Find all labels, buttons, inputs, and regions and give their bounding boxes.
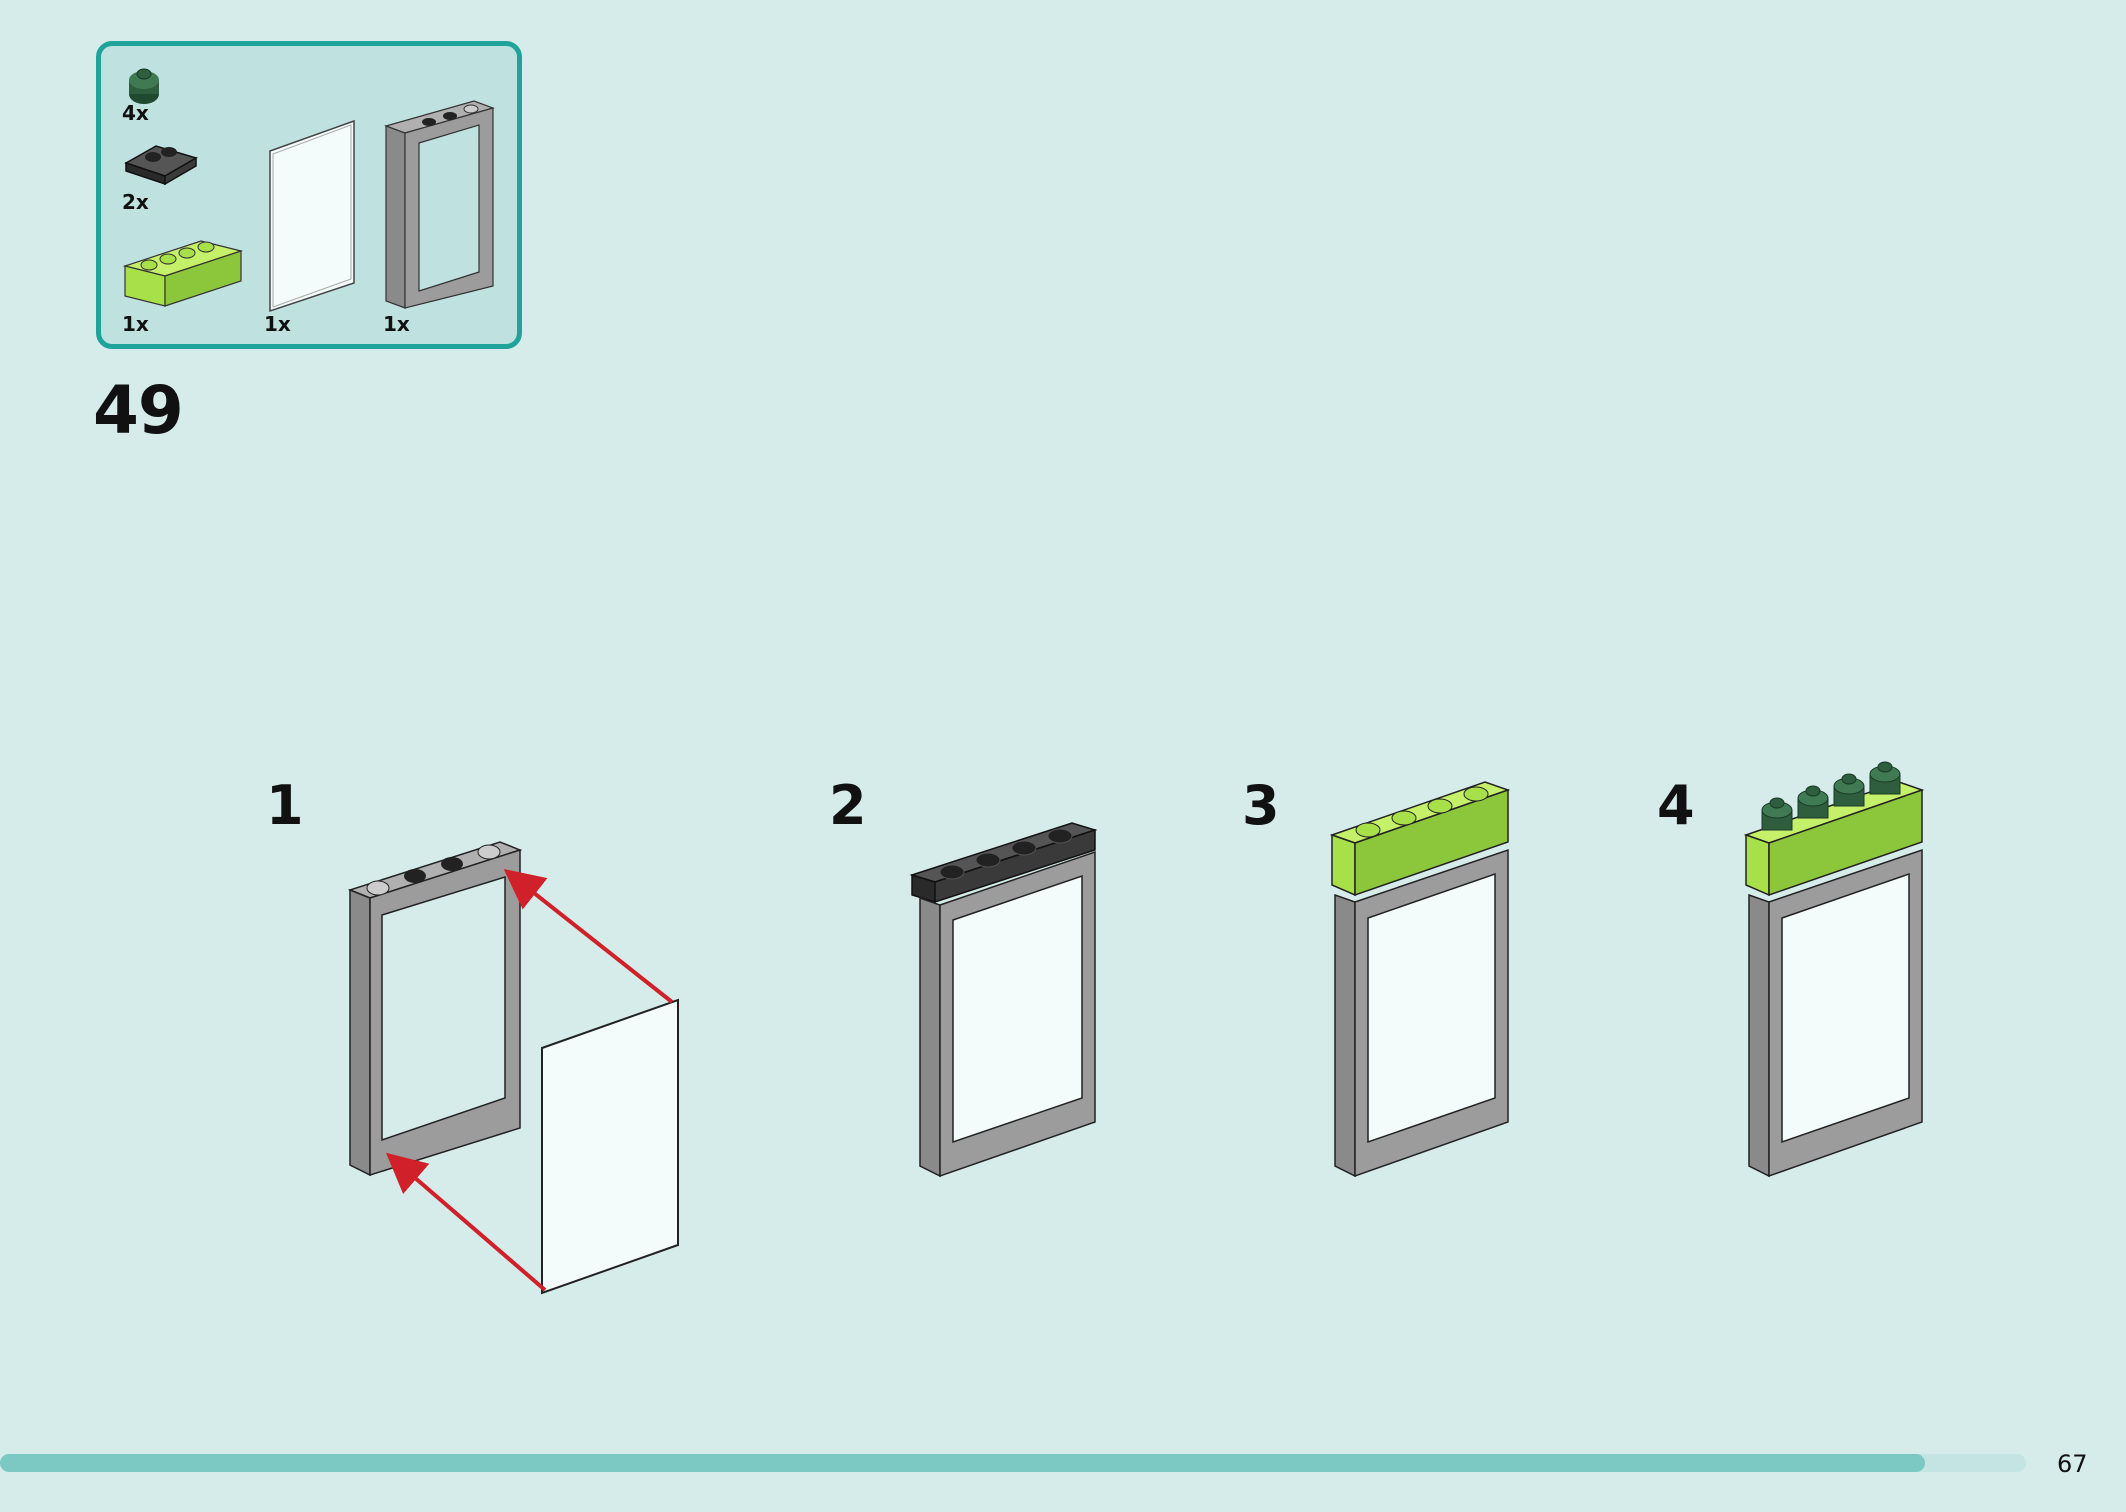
parts-illustrations [122, 68, 495, 313]
glass-pane-icon [269, 119, 355, 313]
lime-brick-icon [122, 240, 244, 307]
sub-step-label: 3 [1242, 774, 1280, 837]
progress-fill [0, 1454, 1925, 1472]
black-jumper-plate-icon [124, 145, 198, 186]
sub-step-label: 4 [1657, 774, 1695, 837]
sub-step-label: 2 [829, 774, 867, 837]
assembly-illustrations [347, 761, 1925, 1295]
part-quantity: 4x [122, 101, 149, 125]
part-quantity: 1x [122, 312, 149, 336]
progress-bar [0, 1454, 2026, 1472]
dark-green-round-plate-icon [129, 68, 159, 104]
part-quantity: 1x [383, 312, 410, 336]
parts-callout: 4x 2x 1x 1x 1x [96, 41, 522, 349]
sub-step-3-illustration [1329, 781, 1511, 1178]
step-number: 49 [93, 372, 184, 449]
sub-step-label: 1 [266, 774, 304, 837]
grey-window-frame-icon [384, 100, 495, 309]
page-number: 67 [2057, 1450, 2088, 1478]
part-quantity: 2x [122, 190, 149, 214]
sub-step-1-illustration [347, 841, 679, 1295]
sub-step-4-illustration [1743, 761, 1925, 1178]
part-quantity: 1x [264, 312, 291, 336]
sub-step-2-illustration [909, 822, 1098, 1178]
